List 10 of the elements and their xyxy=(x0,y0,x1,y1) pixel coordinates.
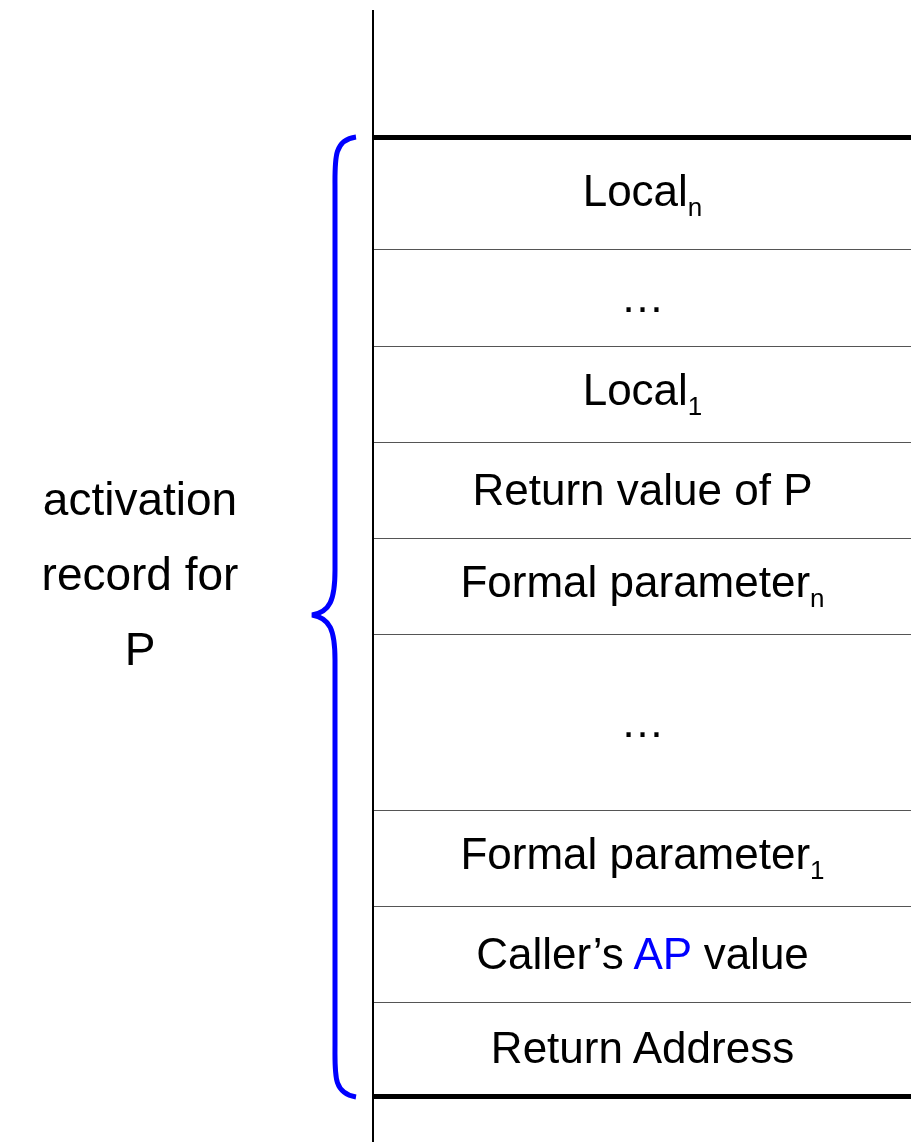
brace-label: activation record for P xyxy=(40,472,240,677)
stack-slot: Local$_{1}$ xyxy=(374,345,911,443)
stack-slot: Formal parameter$_{n}$ xyxy=(374,537,911,635)
stack-slot: Return Address xyxy=(374,1001,911,1099)
stack-slot: … xyxy=(374,248,911,347)
stack-slot: … xyxy=(374,633,911,811)
stack-slot: Formal parameter$_{1}$ xyxy=(374,809,911,907)
stack-slot: Caller’s AP value xyxy=(374,905,911,1003)
stack-slot: Local$_{n}$ xyxy=(374,135,911,250)
stack-slot: Return value of P xyxy=(374,441,911,539)
